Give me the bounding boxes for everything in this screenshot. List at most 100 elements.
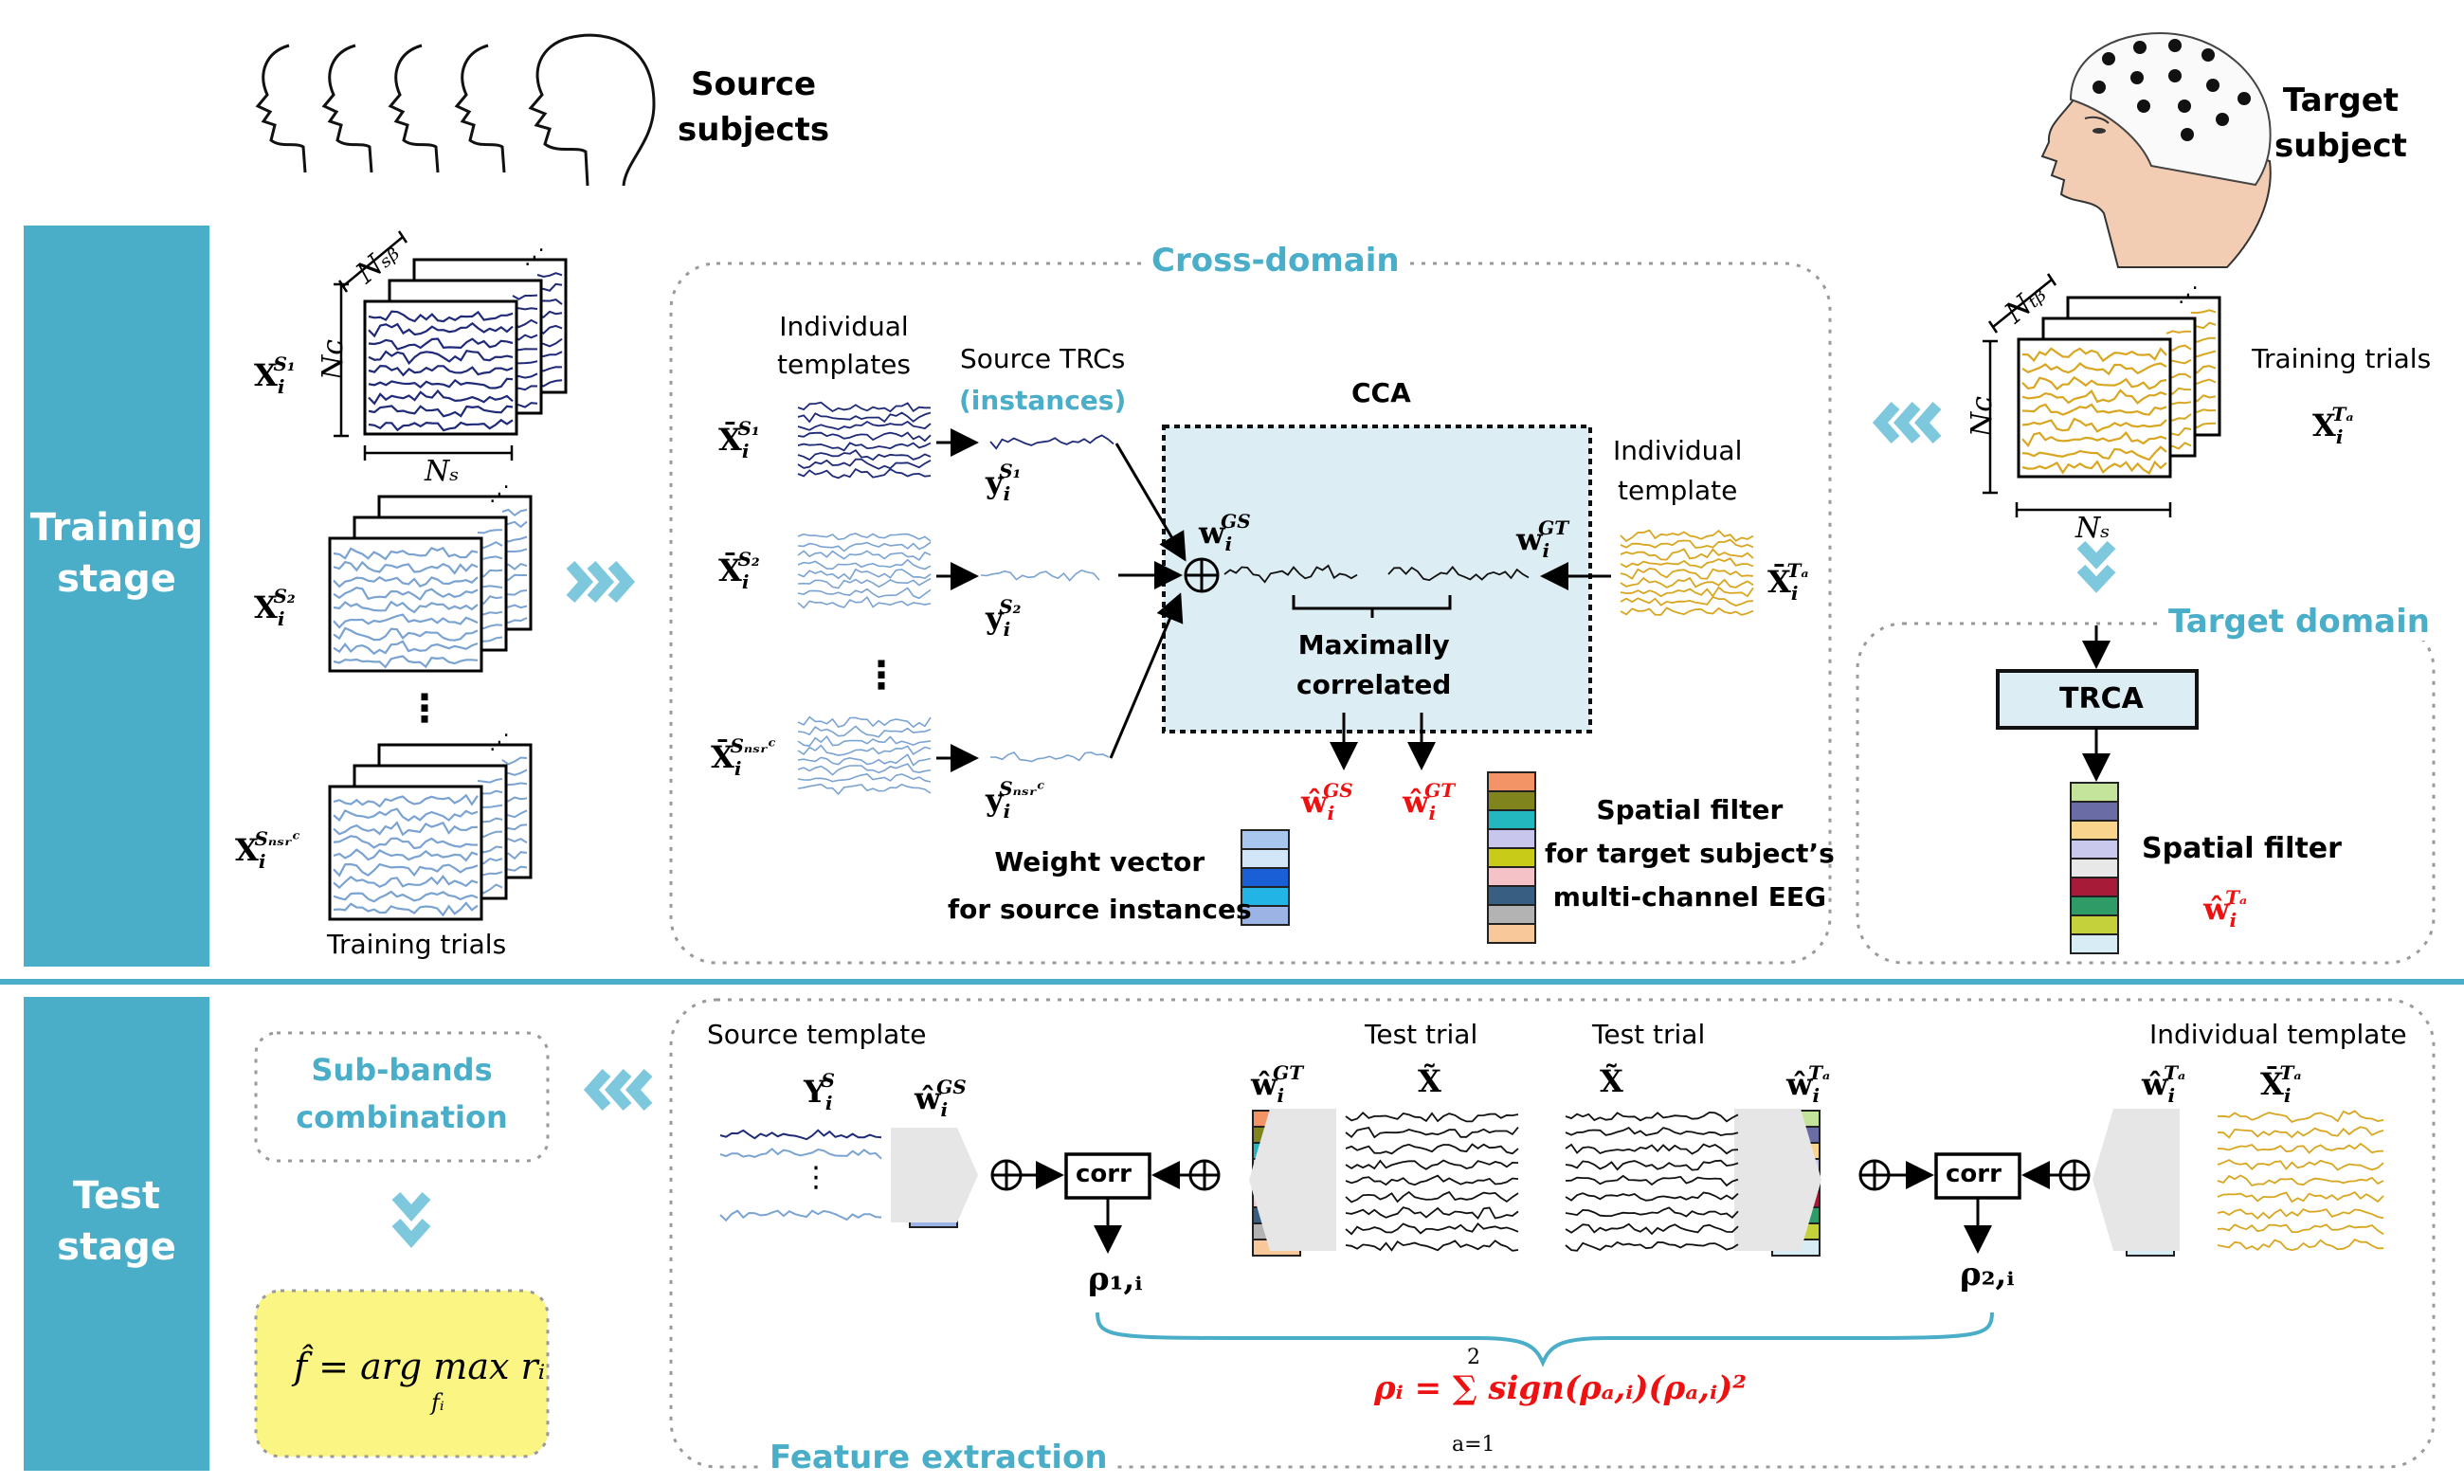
trc-s1-waveform: [989, 434, 1114, 450]
target-domain-box: [1856, 622, 2436, 965]
dots-cross-domain: ⋮: [862, 654, 900, 697]
eeg-waveform: [2021, 375, 2167, 391]
chevron-left-icon: [583, 1069, 611, 1111]
template-s2-waveform: [797, 577, 932, 589]
source-template-waveform-1: [719, 1129, 882, 1141]
what-ta-test-label: ŵiTₐ: [1786, 1061, 1831, 1107]
test-trial-label-1: Test trial: [1365, 1019, 1478, 1050]
test-trial-waveform: [1565, 1240, 1739, 1252]
filter-cell: [1487, 809, 1536, 830]
what-ta-label: ŵiTₐ: [2203, 886, 2248, 932]
test-trial-waveform: [1565, 1191, 1739, 1202]
filter-cell: [2070, 933, 2119, 954]
xbar-s1-label: X̄iS₁: [718, 417, 760, 462]
test-trial-waveform: [1345, 1222, 1519, 1236]
chevron-right-icon: [587, 561, 615, 603]
test-trial-waveform: [1345, 1159, 1519, 1170]
test-trial-waveform: [1565, 1222, 1739, 1236]
xbar-ta-test-label: X̄iTₐ: [2260, 1061, 2302, 1107]
filter-cell: [1487, 885, 1536, 906]
filter-cell: [1487, 828, 1536, 849]
individual-template-waveform: [2217, 1223, 2384, 1236]
template-s2-waveform: [797, 541, 932, 552]
cca-box: [1162, 425, 1592, 733]
w-gs-label: wiGS: [1199, 510, 1251, 555]
eeg-waveform: [333, 626, 479, 642]
eeg-waveform: [333, 600, 479, 614]
x-s1-label: XiS₁: [254, 353, 296, 398]
what-ta-test-label-2: ŵiTₐ: [2142, 1061, 2186, 1107]
eeg-waveform: [368, 389, 514, 406]
eeg-waveform: [333, 655, 479, 669]
stack-dots: ⋰: [524, 245, 545, 269]
dots-left-stacks: ⋮: [406, 687, 444, 731]
template-s2-waveform: [797, 558, 932, 570]
test-stage-waveforms: [719, 1109, 2384, 1252]
spatial-filter-gt-bar: [1487, 771, 1536, 944]
template-ta-waveform: [1620, 529, 1754, 543]
training-stage-bar: [24, 226, 209, 967]
template-s2-waveform: [797, 587, 932, 600]
individual-template-waveform: [2217, 1208, 2384, 1220]
template-s1-waveform: [797, 420, 932, 431]
eeg-waveform: [333, 807, 479, 823]
eeg-waveform: [536, 272, 563, 279]
template-s2-waveform: [797, 595, 932, 609]
template-s2-waveform: [797, 533, 932, 542]
corr-label-2: corr: [1946, 1160, 2002, 1188]
filter-cell: [2070, 877, 2119, 897]
test-trial-label-2: Test trial: [1592, 1019, 1706, 1050]
eeg-waveform: [368, 349, 514, 366]
filter-cell: [2070, 896, 2119, 916]
y-s1-label: yiS₁: [986, 460, 1022, 505]
projection-shade: [891, 1128, 978, 1222]
filter-cell: [2070, 858, 2119, 878]
eeg-waveform: [2190, 309, 2217, 315]
test-trial-waveform: [1565, 1159, 1739, 1171]
target-subject-head-icon: [2040, 31, 2272, 268]
source-s2-trial-stack: ⋰: [328, 482, 533, 673]
eeg-waveform: [501, 508, 528, 516]
stack-dots: ⋰: [489, 731, 510, 754]
training-trials-label-right: Training trials: [2252, 343, 2432, 374]
projected-gs-waveform: [1223, 564, 1358, 584]
dots-source-template: ⋮: [802, 1161, 830, 1194]
individual-template-waveform: [2217, 1142, 2384, 1154]
x-s2-label: XiS₂: [254, 585, 296, 630]
sum-top-label: 2: [1467, 1346, 1480, 1369]
cca-title: CCA: [1351, 377, 1411, 408]
template-ta-waveform: [1620, 586, 1754, 598]
chevron-down-icon: [2076, 540, 2116, 570]
xbar-ta-label: X̄iTₐ: [1767, 559, 1809, 605]
template-ta-waveform: [1620, 567, 1754, 580]
sum-brace: [1096, 1312, 1994, 1367]
source-template-label: Source template: [707, 1019, 927, 1050]
spatial-filter-ta-bar: [2070, 782, 2119, 954]
template-snsrc-waveform: [797, 744, 932, 756]
test-trial-waveform: [1345, 1143, 1519, 1155]
cross-domain-waveforms: [797, 401, 1754, 796]
stack-dots: ⋰: [489, 482, 510, 506]
source-snsrc-trial-stack: ⋰: [328, 731, 533, 921]
eeg-waveform: [2165, 330, 2192, 335]
template-ta-waveform: [1620, 538, 1754, 549]
template-snsrc-waveform: [797, 715, 932, 729]
rho-formula: ρᵢ = ∑ sign(ρₐ,ᵢ)(ρₐ,ᵢ)²: [1374, 1369, 1748, 1407]
template-s1-waveform: [797, 449, 932, 461]
filter-cell: [2070, 782, 2119, 803]
what-gt-label: ŵiGT: [1403, 779, 1456, 824]
eeg-waveform: [2021, 347, 2167, 363]
feature-extraction-box: [669, 998, 2436, 1469]
test-trial-waveform: [1565, 1127, 1739, 1137]
chevron-left-icon: [625, 1069, 653, 1111]
target-trial-stack: ⋰: [2017, 283, 2221, 479]
individual-template-waveform: [2217, 1110, 2384, 1123]
